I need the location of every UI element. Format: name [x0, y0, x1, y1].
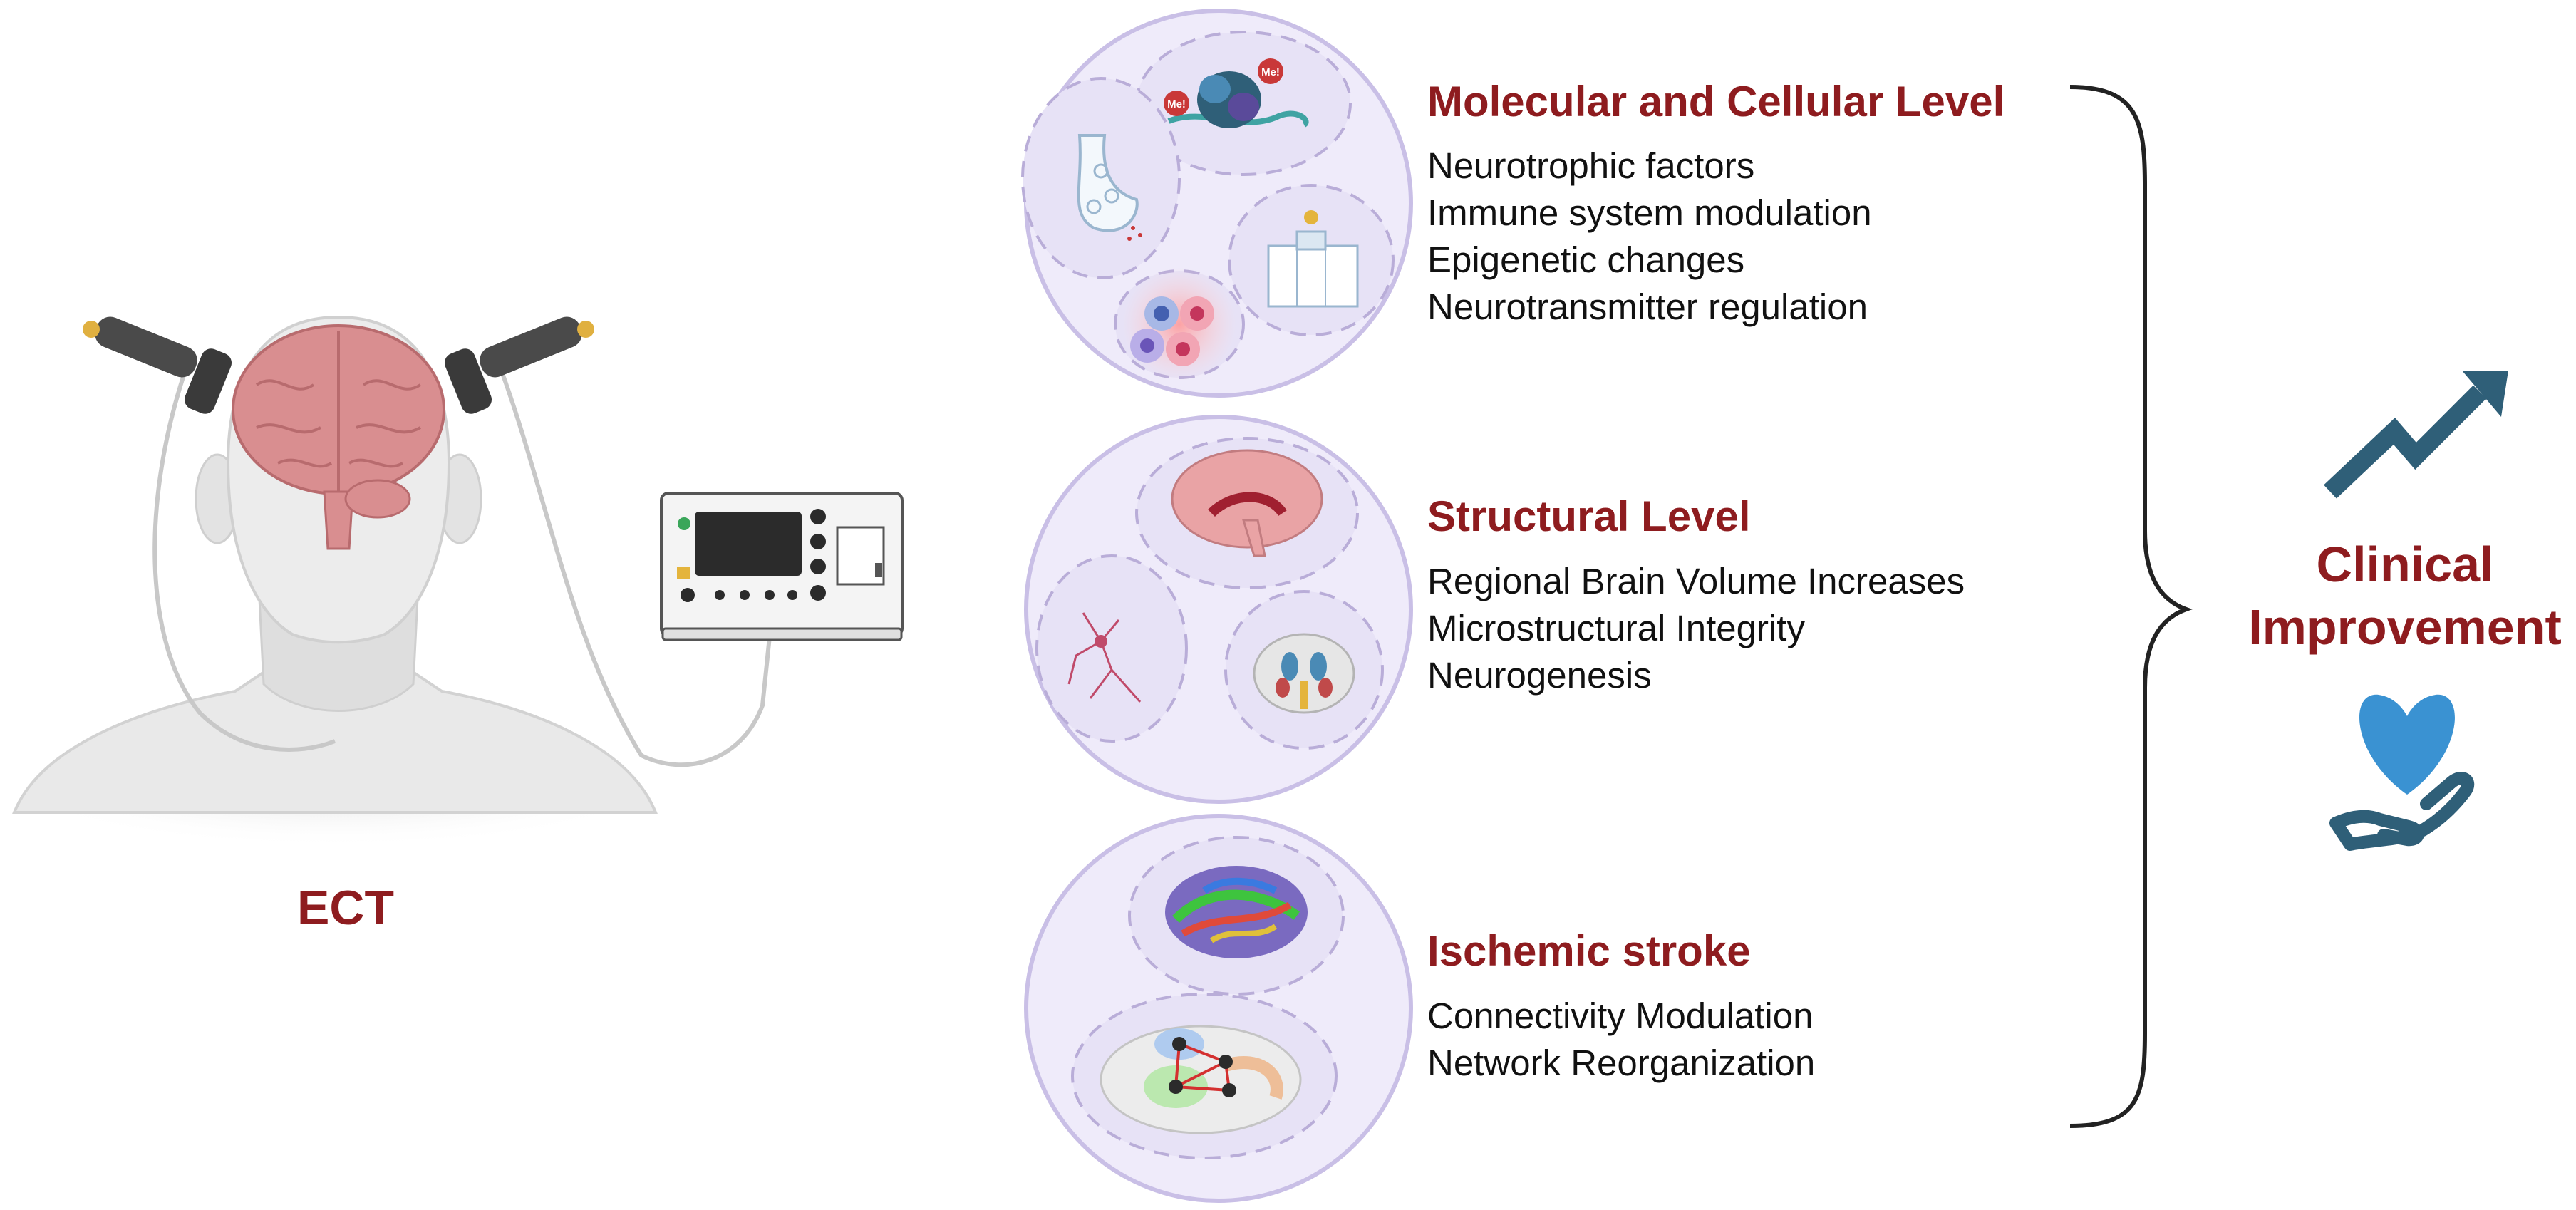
section-title-ischemic: Ischemic stroke [1427, 927, 1751, 975]
ischemic-stroke-bubble [1024, 814, 1413, 1203]
list-item: Epigenetic changes [1427, 239, 1745, 280]
immune-cells-icon [1122, 267, 1236, 381]
clinical-improvement-label: Clinical Improvement [2227, 533, 2576, 658]
clinical-label-line2: Improvement [2248, 599, 2562, 655]
methyl-mark-label: Me! [1261, 66, 1280, 78]
brain-network-icon [1100, 1025, 1302, 1134]
structural-bubble [1024, 415, 1413, 804]
section-list-structural: Regional Brain Volume Increases Microstr… [1427, 558, 1965, 699]
section-title-structural: Structural Level [1427, 492, 1751, 540]
list-item: Immune system modulation [1427, 192, 1872, 233]
synapse-icon [1077, 134, 1142, 241]
neuron-icon [1067, 612, 1142, 703]
heart-in-hand-icon [2329, 694, 2475, 851]
list-item: Neurotransmitter regulation [1427, 286, 1868, 327]
section-title-molecular: Molecular and Cellular Level [1427, 78, 2005, 125]
list-item: Neurogenesis [1427, 655, 1652, 696]
section-list-molecular: Neurotrophic factors Immune system modul… [1427, 143, 1872, 331]
dna-nucleosome-icon: Me! Me! [1164, 58, 1309, 128]
molecular-cellular-bubble: Me! Me! [1021, 9, 1413, 398]
right-electrode-icon [444, 316, 594, 414]
brain-icon [232, 324, 445, 550]
list-item: Microstructural Integrity [1427, 608, 1805, 648]
right-brace-icon [2069, 85, 2193, 1128]
list-item: Neurotrophic factors [1427, 145, 1755, 186]
list-item: Connectivity Modulation [1427, 996, 1814, 1036]
coronal-brain-icon [1253, 633, 1355, 714]
trend-up-arrow-icon [2324, 371, 2508, 499]
assay-plate-icon [1267, 210, 1359, 308]
patient-illustration [0, 315, 775, 848]
ect-device-icon [660, 492, 904, 641]
methyl-mark-label: Me! [1167, 98, 1186, 110]
list-item: Network Reorganization [1427, 1043, 1816, 1083]
sagittal-brain-icon [1171, 449, 1323, 557]
list-item: Regional Brain Volume Increases [1427, 561, 1965, 601]
ect-label: ECT [297, 881, 394, 935]
clinical-label-line1: Clinical [2316, 537, 2494, 592]
left-electrode-icon [83, 316, 232, 414]
section-list-ischemic: Connectivity Modulation Network Reorgani… [1427, 993, 1815, 1087]
tractography-brain-icon [1165, 866, 1308, 958]
